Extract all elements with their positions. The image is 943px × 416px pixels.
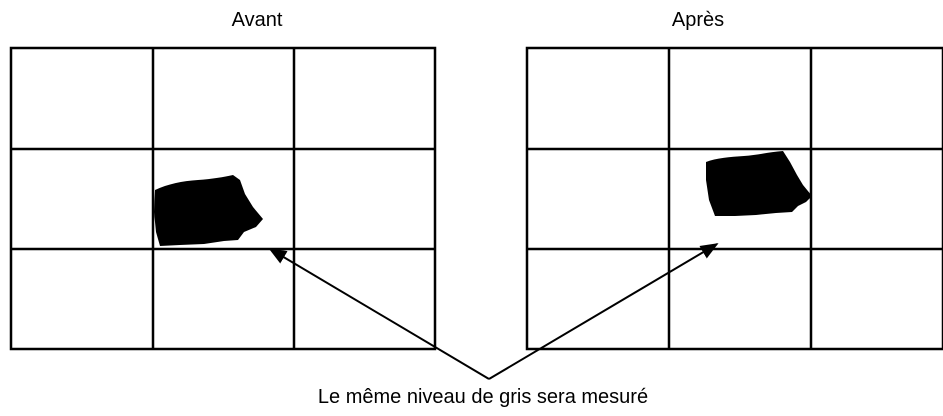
before-panel-title: Avant: [232, 9, 283, 31]
caption-text: Le même niveau de gris sera mesuré: [318, 386, 648, 408]
arrow-to-before-spot: [270, 249, 489, 379]
after-dark-spot: [706, 151, 812, 216]
before-dark-spot: [154, 175, 263, 246]
arrow-to-after-spot: [489, 244, 717, 379]
after-panel-title: Après: [672, 9, 724, 31]
